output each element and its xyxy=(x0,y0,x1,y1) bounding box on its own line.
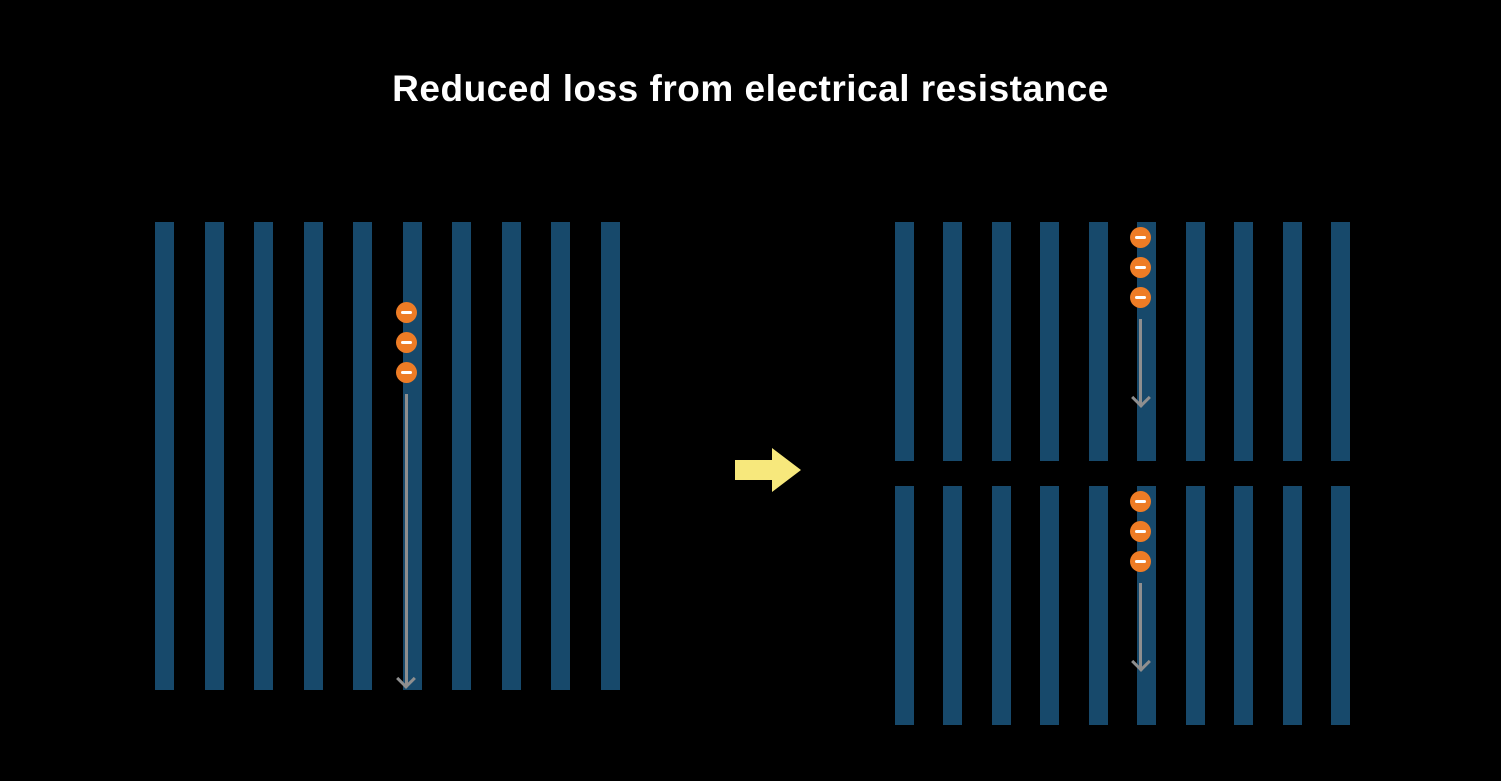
cell-busbar xyxy=(1185,486,1205,725)
cell-busbar xyxy=(991,222,1011,461)
electron-icon xyxy=(1130,551,1152,572)
cell-busbar xyxy=(353,222,373,690)
cell-busbar xyxy=(1330,486,1350,725)
cell-busbar xyxy=(1234,222,1254,461)
electron-icon xyxy=(1130,287,1152,308)
flow-arrowhead-icon xyxy=(1130,388,1151,408)
minus-icon xyxy=(400,311,412,314)
busbar-row xyxy=(895,486,1350,725)
cell-busbar xyxy=(303,222,323,690)
cell-busbar xyxy=(1040,486,1060,725)
cell-busbar xyxy=(1234,486,1254,725)
cell-group-half-top xyxy=(895,222,1350,461)
cell-busbar xyxy=(254,222,274,690)
cell-group-full xyxy=(155,222,620,690)
electron-icon xyxy=(395,302,417,323)
minus-icon xyxy=(1135,236,1147,239)
minus-icon xyxy=(1135,266,1147,269)
cell-busbar xyxy=(895,222,914,461)
half-cell-panel xyxy=(895,222,1350,725)
diagram-title: Reduced loss from electrical resistance xyxy=(392,68,1109,109)
electron-flow xyxy=(1129,227,1153,408)
flow-arrow-line xyxy=(1139,319,1143,404)
cell-busbar xyxy=(204,222,224,690)
flow-arrowhead-icon xyxy=(396,669,416,689)
cell-group-half-bottom xyxy=(895,486,1350,725)
cell-busbar xyxy=(551,222,571,690)
cell-busbar xyxy=(1088,486,1108,725)
flow-arrow-line xyxy=(404,394,408,685)
cell-busbar xyxy=(155,222,174,690)
cell-busbar xyxy=(943,222,963,461)
electron-icon xyxy=(1130,227,1152,248)
electron-flow xyxy=(1129,491,1153,672)
electron-flow xyxy=(394,302,418,689)
cell-busbar xyxy=(895,486,914,725)
busbar-row xyxy=(155,222,620,690)
cell-busbar xyxy=(1040,222,1060,461)
flow-arrow-line xyxy=(1139,583,1143,668)
electron-icon xyxy=(395,332,417,353)
electron-icon xyxy=(1130,257,1152,278)
full-cell-panel xyxy=(155,222,620,690)
transition-arrow-icon xyxy=(735,447,801,493)
electron-icon xyxy=(395,362,417,383)
cell-busbar xyxy=(600,222,620,690)
cell-busbar xyxy=(943,486,963,725)
cell-busbar xyxy=(501,222,521,690)
minus-icon xyxy=(1135,500,1147,503)
cell-busbar xyxy=(991,486,1011,725)
cell-busbar xyxy=(1282,486,1302,725)
cell-busbar xyxy=(1185,222,1205,461)
minus-icon xyxy=(1135,560,1147,563)
cell-busbar xyxy=(1282,222,1302,461)
minus-icon xyxy=(1135,530,1147,533)
cell-busbar xyxy=(1330,222,1350,461)
minus-icon xyxy=(1135,296,1147,299)
minus-icon xyxy=(400,371,412,374)
minus-icon xyxy=(400,341,412,344)
cell-busbar xyxy=(1088,222,1108,461)
electron-icon xyxy=(1130,491,1152,512)
flow-arrowhead-icon xyxy=(1130,652,1151,672)
cell-busbar xyxy=(452,222,472,690)
electron-icon xyxy=(1130,521,1152,542)
busbar-row xyxy=(895,222,1350,461)
